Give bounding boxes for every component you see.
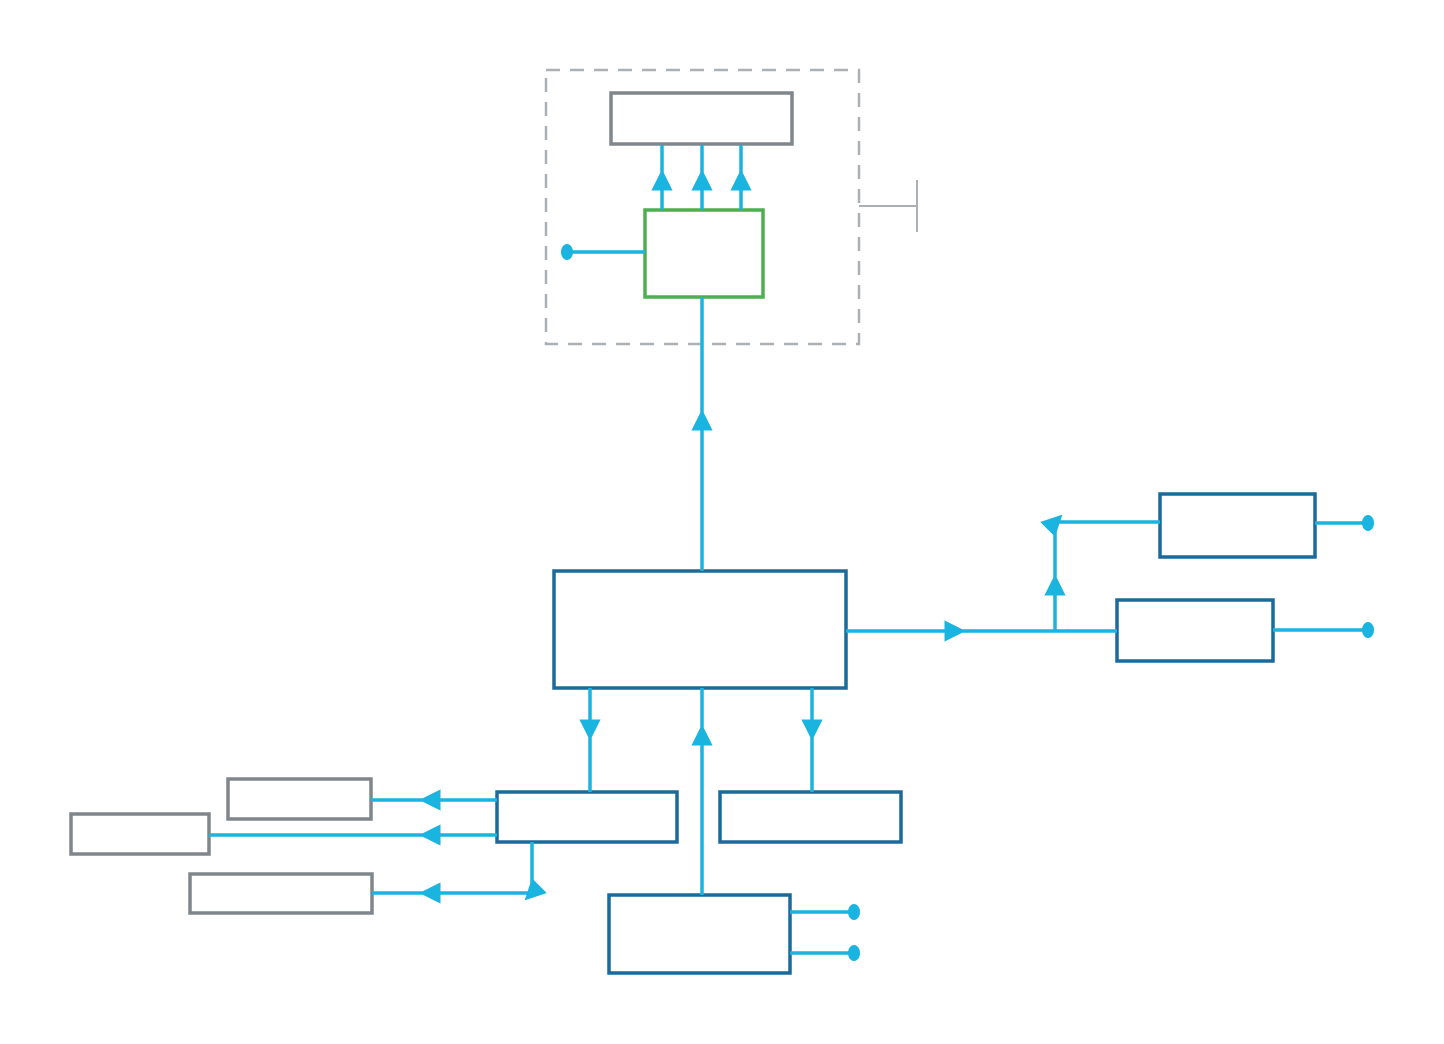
left-output-block-3	[188, 872, 374, 915]
bottom-block	[607, 893, 792, 975]
top-output-block	[609, 91, 794, 146]
terminal-dot-icon	[561, 244, 573, 260]
terminal-dot-icon	[1362, 622, 1374, 638]
connection-bus-to-right-upper	[1055, 522, 1160, 631]
dashed-group-frame	[544, 68, 861, 346]
group-bracket	[859, 180, 918, 232]
terminal-dot-icon	[848, 945, 860, 961]
terminal-dot-icon	[1362, 515, 1374, 531]
terminal-dot-icon	[848, 904, 860, 920]
connection-lower-left-to-output-3	[372, 842, 532, 893]
lower-left-block	[495, 790, 679, 844]
right-lower-block	[1115, 598, 1275, 663]
lower-right-block	[718, 790, 903, 844]
left-output-block-1	[226, 777, 373, 821]
right-upper-block	[1158, 492, 1317, 559]
controller-block	[643, 208, 765, 299]
central-processor-block	[552, 569, 848, 690]
left-output-block-2	[69, 812, 211, 856]
